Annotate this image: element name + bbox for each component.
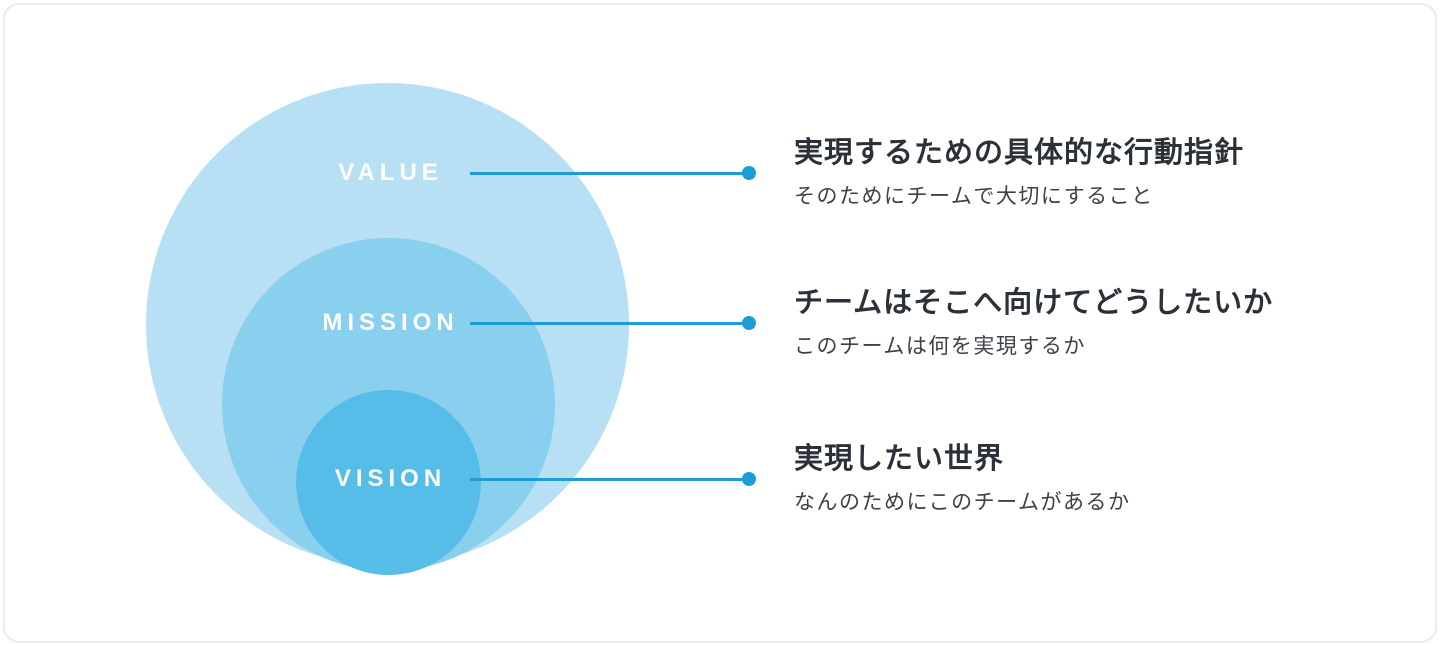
vision-annotation: 実現したい世界 なんのためにこのチームがあるか	[794, 441, 1394, 517]
value-annotation-subtitle: そのためにチームで大切にすること	[794, 185, 1154, 208]
mission-circle-label: MISSION	[322, 309, 459, 336]
diagram-card: VALUE MISSION VISION 実現するための具体的な行動指針 そのた…	[3, 3, 1437, 643]
value-connector-dot-icon	[742, 166, 756, 180]
vision-annotation-title: 実現したい世界	[794, 443, 1005, 475]
mission-connector-line	[470, 322, 749, 325]
vision-circle	[296, 390, 481, 575]
vision-annotation-subtitle: なんのためにこのチームがあるか	[794, 491, 1131, 514]
value-annotation: 実現するための具体的な行動指針 そのためにチームで大切にすること	[794, 135, 1394, 211]
value-connector-line	[470, 172, 749, 175]
vision-connector-line	[470, 478, 749, 481]
mission-annotation: チームはそこへ向けてどうしたいか このチームは何を実現するか	[794, 285, 1394, 361]
mission-connector-dot-icon	[742, 316, 756, 330]
value-circle-label: VALUE	[338, 159, 443, 186]
value-annotation-title: 実現するための具体的な行動指針	[794, 137, 1245, 169]
vision-circle-label: VISION	[334, 465, 447, 492]
mission-annotation-title: チームはそこへ向けてどうしたいか	[794, 287, 1274, 319]
mission-annotation-subtitle: このチームは何を実現するか	[794, 335, 1086, 358]
vision-connector-dot-icon	[742, 472, 756, 486]
